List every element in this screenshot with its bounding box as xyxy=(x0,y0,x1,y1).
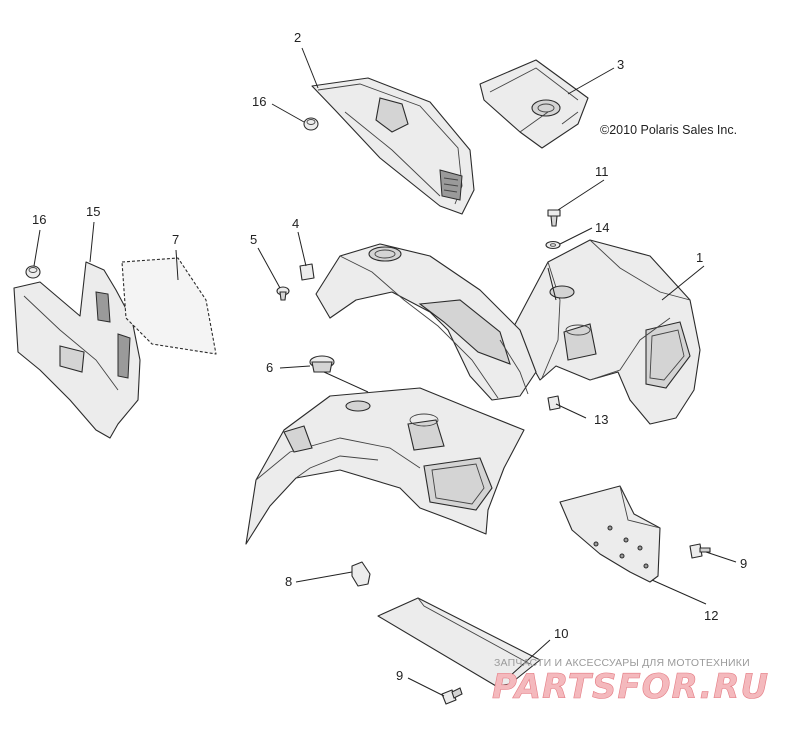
part-16-grommet-left xyxy=(25,265,41,279)
callout-10: 10 xyxy=(554,626,568,641)
part-4-clip xyxy=(299,263,315,281)
part-10-lower-shield xyxy=(377,597,541,687)
callout-8: 8 xyxy=(285,574,292,589)
callout-16-top: 16 xyxy=(252,94,266,109)
callout-14: 14 xyxy=(595,220,609,235)
part-5-fastener xyxy=(276,286,290,301)
callout-6: 6 xyxy=(266,360,273,375)
callout-12: 12 xyxy=(704,608,718,623)
part-13-fastener xyxy=(547,395,561,411)
callout-1: 1 xyxy=(696,250,703,265)
part-9-screw-right xyxy=(689,543,711,559)
callout-9-right: 9 xyxy=(740,556,747,571)
callout-5: 5 xyxy=(250,232,257,247)
part-14-washer xyxy=(545,240,561,250)
part-8-clip xyxy=(351,561,371,587)
callout-4: 4 xyxy=(292,216,299,231)
watermark-tagline: ЗАПЧАСТИ И АКСЕССУАРЫ ДЛЯ МОТОТЕХНИКИ xyxy=(494,657,750,669)
callout-labels: 1 2 3 4 5 6 7 8 9 9 10 11 12 13 14 15 16… xyxy=(32,30,747,683)
callout-13: 13 xyxy=(594,412,608,427)
part-1-front-fender xyxy=(511,239,701,425)
watermark: ЗАПЧАСТИ И АКСЕССУАРЫ ДЛЯ МОТОТЕХНИКИ PA… xyxy=(492,657,769,707)
part-7-insulation-pad xyxy=(121,257,217,355)
part-9-screw-bottom xyxy=(441,687,463,705)
callout-3: 3 xyxy=(617,57,624,72)
part-main-front-body xyxy=(315,243,537,401)
callout-7: 7 xyxy=(172,232,179,247)
callout-16-left: 16 xyxy=(32,212,46,227)
callout-9-bottom: 9 xyxy=(396,668,403,683)
part-6-plug xyxy=(309,355,335,373)
copyright-notice: ©2010 Polaris Sales Inc. xyxy=(600,123,737,137)
part-11-screw xyxy=(547,209,561,227)
part-12-heat-shield xyxy=(559,485,661,583)
part-2-dash-trim-panel xyxy=(311,77,475,215)
part-rear-fender xyxy=(245,387,525,545)
leader-lines xyxy=(33,47,737,697)
part-15-side-panel xyxy=(13,261,141,439)
watermark-brand: PARTSFOR.RU xyxy=(492,667,769,707)
callout-11: 11 xyxy=(595,164,609,179)
part-3-console-cover xyxy=(479,59,589,149)
callout-2: 2 xyxy=(294,30,301,45)
part-16-grommet xyxy=(303,117,319,131)
callout-15: 15 xyxy=(86,204,100,219)
